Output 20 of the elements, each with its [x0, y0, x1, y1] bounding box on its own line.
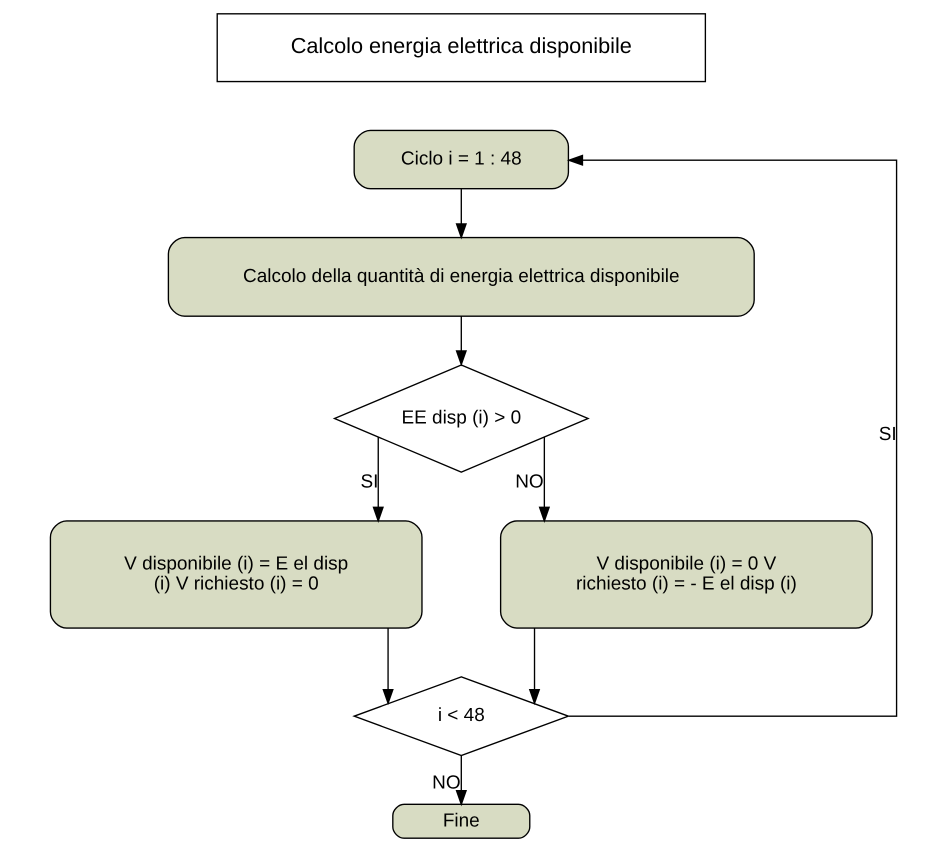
edge-label: SI: [878, 424, 897, 445]
arrow: [528, 628, 540, 706]
node-box: Fine: [392, 804, 530, 839]
arrow: [382, 628, 394, 706]
edge-label: NO: [432, 772, 461, 794]
arrow: [456, 189, 467, 240]
edge-label: SI: [360, 471, 378, 492]
node-box: V disponibile (i) = 0 V richiesto (i) = - E el disp (i): [500, 520, 873, 629]
node-box: Calcolo della quantità di energia elettrica disponibile: [168, 236, 755, 317]
arrow: [538, 437, 550, 523]
node-box: Calcolo energia elettrica disponibile: [216, 13, 706, 82]
node-diamond: i < 48: [352, 676, 570, 756]
arrow: [566, 154, 898, 717]
node-diamond: EE disp (i) > 0: [332, 364, 590, 473]
arrow: [456, 316, 467, 366]
arrow: [456, 756, 467, 806]
node-box: V disponibile (i) = E el disp (i) V richiesto (i) = 0: [50, 520, 423, 629]
arrow: [372, 437, 384, 523]
node-box: Ciclo i = 1 : 48: [354, 130, 570, 190]
edge-label: NO: [515, 471, 544, 492]
